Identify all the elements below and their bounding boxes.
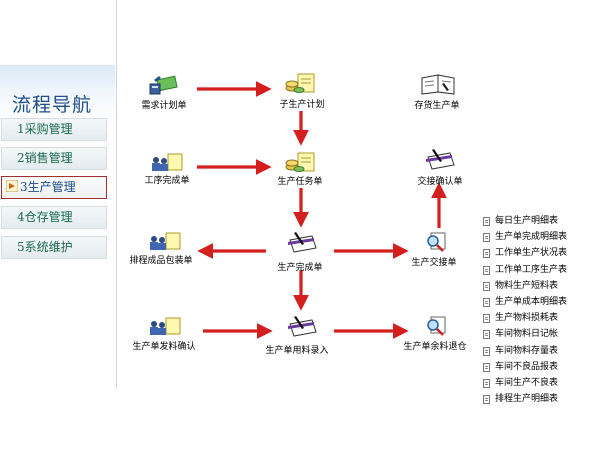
- document-icon: [483, 362, 490, 372]
- document-icon: [483, 265, 490, 275]
- clipboard-pen-icon[interactable]: [284, 230, 318, 256]
- report-item[interactable]: 工作单生产状况表: [483, 245, 567, 261]
- sidebar-item-label: 3生产管理: [20, 180, 76, 194]
- sidebar-item-production[interactable]: 3生产管理: [1, 176, 107, 199]
- node-remainder-return[interactable]: 生产单余料退仓: [403, 342, 467, 352]
- workers-document-icon[interactable]: [150, 153, 184, 173]
- money-calculator-icon[interactable]: [148, 74, 178, 96]
- document-icon: [483, 330, 490, 340]
- report-item[interactable]: 车间物料日记帐: [483, 326, 567, 342]
- node-stock-order[interactable]: 存货生产单: [414, 101, 460, 111]
- report-item[interactable]: 每日生产明细表: [483, 213, 567, 229]
- open-book-icon[interactable]: [419, 72, 459, 96]
- report-item[interactable]: 工作单工序生产表: [483, 262, 567, 278]
- report-list: 每日生产明细表 生产单完成明细表 工作单生产状况表 工作单工序生产表 物料生产短…: [483, 213, 567, 407]
- node-issue-confirm[interactable]: 生产单发料确认: [132, 342, 196, 352]
- document-icon: [483, 281, 490, 291]
- document-icon: [483, 297, 490, 307]
- report-item[interactable]: 车间不良品报表: [483, 359, 567, 375]
- sidebar-header: [0, 65, 115, 120]
- clipboard-pen-icon[interactable]: [284, 314, 318, 340]
- report-label: 工作单工序生产表: [495, 264, 568, 275]
- report-item[interactable]: 车间物料存量表: [483, 343, 567, 359]
- report-label: 工作单生产状况表: [495, 248, 568, 259]
- node-demand-plan[interactable]: 需求计划单: [141, 101, 187, 111]
- sidebar-item-inventory[interactable]: 4仓存管理: [1, 206, 107, 229]
- sidebar-item-sales[interactable]: 2销售管理: [1, 147, 107, 170]
- workers-document-icon[interactable]: [148, 232, 182, 252]
- coins-document-icon[interactable]: [284, 71, 318, 95]
- document-icon: [483, 217, 490, 226]
- report-label: 车间物料存量表: [495, 345, 559, 356]
- coins-document-icon[interactable]: [284, 150, 318, 174]
- document-icon: [483, 314, 490, 324]
- report-item[interactable]: 车间生产不良表: [483, 375, 567, 391]
- report-label: 车间物料日记帐: [495, 329, 559, 340]
- report-item[interactable]: 生产单完成明细表: [483, 229, 567, 245]
- sidebar-item-purchase[interactable]: 1采购管理: [1, 118, 107, 141]
- arrow-icon: [6, 180, 18, 192]
- sidebar: 流程导航 1采购管理 2销售管理 3生产管理 4仓存管理 5系统维护: [0, 0, 117, 388]
- node-process-done[interactable]: 工序完成单: [144, 176, 190, 186]
- report-label: 每日生产明细表: [495, 216, 559, 226]
- report-label: 物料生产短料表: [495, 280, 559, 291]
- report-item[interactable]: 物料生产短料表: [483, 278, 567, 294]
- node-complete-order[interactable]: 生产完成单: [277, 263, 323, 273]
- report-label: 生产单成本明细表: [495, 296, 568, 307]
- report-label: 车间不良品报表: [495, 361, 559, 372]
- report-label: 生产单完成明细表: [495, 232, 568, 243]
- report-item[interactable]: 排程生产明细表: [483, 391, 567, 407]
- node-material-entry[interactable]: 生产单用料录入: [265, 346, 329, 356]
- node-handover-confirm[interactable]: 交接确认单: [417, 177, 463, 187]
- workers-document-icon[interactable]: [148, 317, 182, 337]
- magnifier-document-icon[interactable]: [423, 231, 449, 255]
- report-label: 生产物料损耗表: [495, 313, 559, 324]
- report-label: 车间生产不良表: [495, 377, 559, 388]
- node-sub-plan[interactable]: 子生产计划: [279, 100, 325, 110]
- document-icon: [483, 233, 490, 243]
- report-item[interactable]: 生产物料损耗表: [483, 310, 567, 326]
- node-task-order[interactable]: 生产任务单: [277, 177, 323, 187]
- clipboard-pen-icon[interactable]: [422, 147, 456, 173]
- report-item[interactable]: 生产单成本明细表: [483, 294, 567, 310]
- report-label: 排程生产明细表: [495, 394, 559, 405]
- document-icon: [483, 346, 490, 356]
- document-icon: [483, 378, 490, 388]
- node-handover-order[interactable]: 生产交接单: [411, 258, 457, 268]
- magnifier-document-icon[interactable]: [423, 315, 449, 339]
- document-icon: [483, 395, 490, 405]
- node-packing[interactable]: 排程成品包装单: [129, 256, 193, 266]
- document-icon: [483, 249, 490, 259]
- sidebar-item-system[interactable]: 5系统维护: [1, 236, 107, 259]
- nav-title: 流程导航: [12, 94, 93, 116]
